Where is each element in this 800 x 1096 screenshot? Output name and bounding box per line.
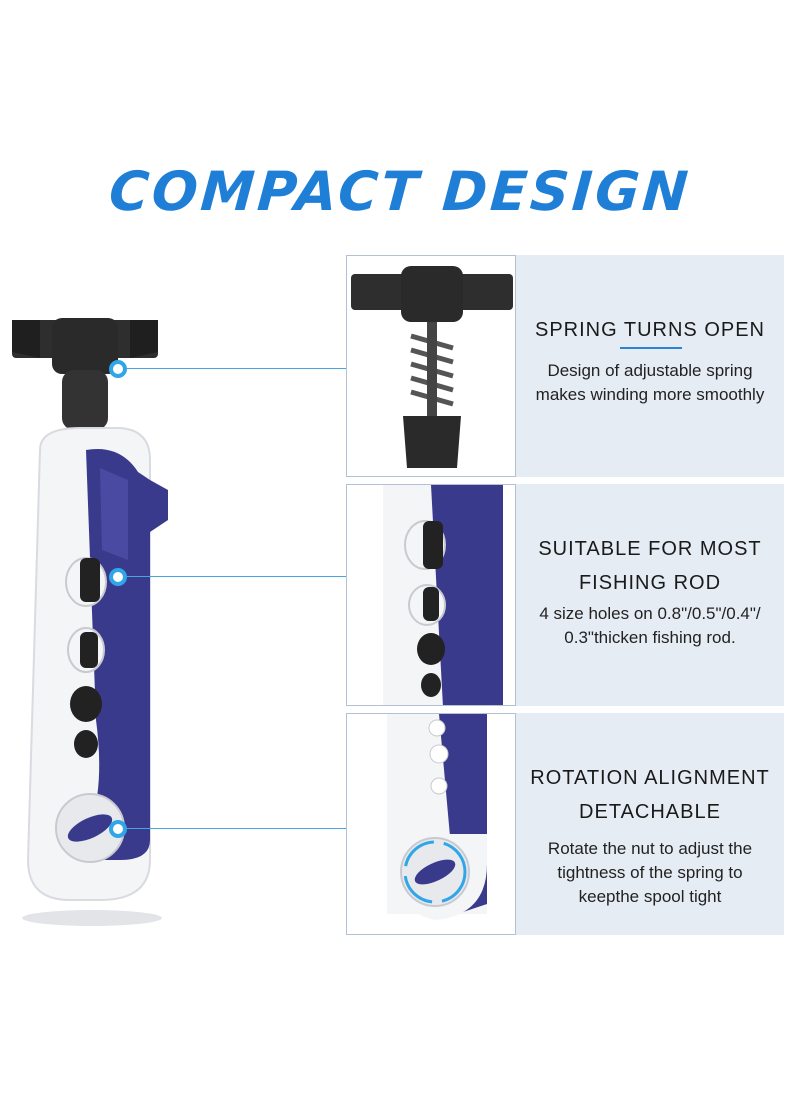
feature-title-line1: ROTATION ALIGNMENT bbox=[530, 767, 770, 789]
spring-icon bbox=[351, 266, 513, 468]
rotation-arrows-icon bbox=[387, 714, 487, 920]
feature-panel-rotation: ROTATION ALIGNMENT DETACHABLE Rotate the… bbox=[516, 713, 784, 935]
feature-panel-spring: SPRING TURNS OPEN Design of adjustable s… bbox=[516, 255, 784, 477]
connector-line bbox=[118, 576, 346, 577]
feature-title: SPRING TURNS OPEN bbox=[535, 319, 765, 341]
connector-line bbox=[118, 368, 346, 369]
callout-dot bbox=[109, 568, 127, 586]
feature-description: Design of adjustable spring makes windin… bbox=[535, 361, 765, 404]
feature-photo-rotation bbox=[346, 713, 516, 935]
callout-dot bbox=[109, 360, 127, 378]
feature-panel-holes: SUITABLE FOR MOST FISHING ROD 4 size hol… bbox=[516, 484, 784, 706]
connector-line bbox=[118, 828, 346, 829]
feature-title-line2: DETACHABLE bbox=[579, 801, 721, 823]
feature-description: 4 size holes on 0.8"/0.5"/0.4"/ 0.3"thic… bbox=[539, 604, 761, 647]
rod-holes-icon bbox=[383, 485, 503, 705]
headline: COMPACT DESIGN bbox=[107, 160, 693, 223]
callout-dot bbox=[109, 820, 127, 838]
knob-icon bbox=[12, 318, 158, 430]
feature-title-line2: FISHING ROD bbox=[578, 572, 722, 594]
product-image bbox=[12, 318, 168, 926]
feature-photo-spring bbox=[346, 255, 516, 477]
feature-description: Rotate the nut to adjust the tightness o… bbox=[547, 839, 753, 906]
rod-holes-icon bbox=[65, 557, 107, 758]
feature-photo-holes bbox=[346, 484, 516, 706]
feature-title-line1: SUITABLE FOR MOST bbox=[538, 538, 762, 560]
title-underline bbox=[620, 347, 682, 349]
